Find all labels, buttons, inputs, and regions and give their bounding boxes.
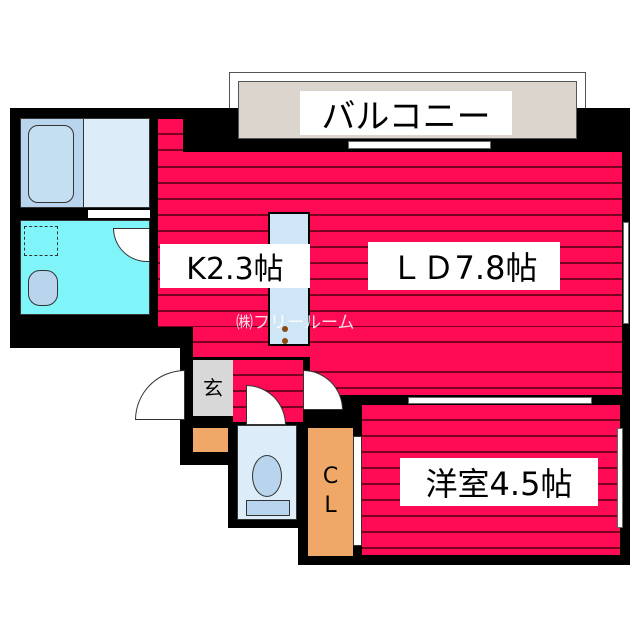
sink-icon bbox=[28, 270, 58, 306]
bath-door[interactable] bbox=[88, 210, 150, 218]
ld-floor bbox=[310, 357, 622, 395]
watermark: ㈱フリールーム bbox=[236, 313, 355, 333]
balcony-window bbox=[348, 141, 491, 149]
toilet-tank-icon bbox=[246, 500, 290, 516]
stove-burner-icon bbox=[282, 338, 288, 344]
stove-burner-icon bbox=[282, 326, 288, 332]
balcony-label: バルコニー bbox=[300, 91, 512, 137]
entrance-door[interactable] bbox=[135, 370, 185, 420]
shoe-cabinet bbox=[193, 428, 228, 452]
closet: C L bbox=[308, 428, 353, 556]
toilet-icon bbox=[252, 455, 282, 497]
entrance bbox=[193, 360, 233, 416]
washing-machine-icon bbox=[24, 226, 58, 256]
sliding-door[interactable] bbox=[408, 397, 592, 404]
entrance-label: 玄 bbox=[203, 376, 223, 400]
ld-label: ＬＤ7.8帖 bbox=[368, 242, 560, 290]
ld-floor bbox=[158, 152, 622, 327]
kitchen-label: K2.3帖 bbox=[160, 244, 310, 288]
western-room-label: 洋室4.5帖 bbox=[400, 458, 598, 506]
window-ld bbox=[623, 222, 629, 324]
window-western bbox=[617, 428, 623, 528]
bathtub-icon bbox=[28, 125, 74, 203]
ld-floor bbox=[193, 327, 622, 357]
closet-door[interactable] bbox=[353, 436, 362, 546]
